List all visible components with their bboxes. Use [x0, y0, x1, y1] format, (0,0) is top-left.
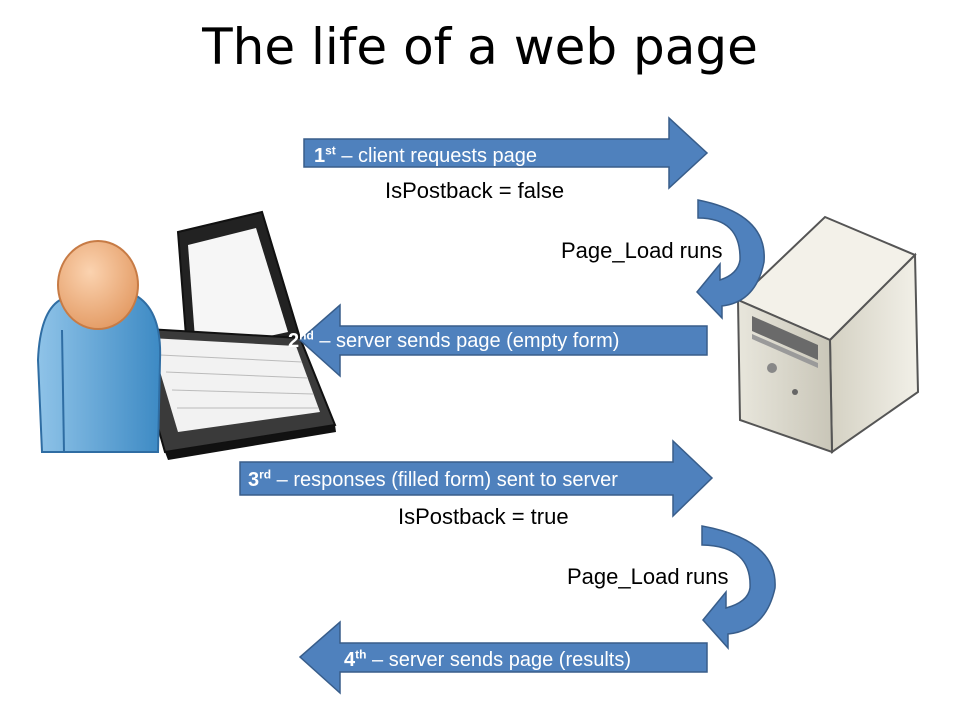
step-number: 4	[344, 649, 356, 671]
step-suffix: st	[325, 143, 336, 158]
page-load-note: Page_Load runs	[567, 564, 729, 589]
arrow-step-1	[303, 116, 709, 190]
step-text: – responses (filled form) sent to server	[271, 469, 618, 491]
step-2-label: 2nd – server sends page (empty form)	[288, 328, 620, 353]
step-suffix: nd	[299, 328, 314, 343]
user-icon	[36, 240, 162, 453]
step-suffix: rd	[259, 467, 272, 482]
laptop-icon	[128, 210, 337, 460]
step-3-label: 3rd – responses (filled form) sent to se…	[248, 467, 618, 492]
arrow-step-4	[298, 620, 708, 695]
step-text: – server sends page (empty form)	[313, 330, 620, 352]
step-text: – client requests page	[335, 145, 538, 167]
step-number: 1	[314, 145, 326, 167]
step-number: 2	[288, 330, 300, 352]
arrow-step-3	[239, 439, 714, 518]
step-suffix: th	[355, 647, 367, 662]
step-text: – server sends page (results)	[366, 649, 632, 671]
arrow-step-2	[298, 303, 708, 378]
step-number: 3	[248, 469, 260, 491]
step-1-label: 1st – client requests page	[314, 143, 538, 168]
server-icon	[736, 215, 920, 454]
page-load-note: Page_Load runs	[561, 238, 723, 263]
curved-arrow-icon	[701, 525, 776, 650]
step-4-label: 4th – server sends page (results)	[344, 647, 632, 672]
postback-true-note: IsPostback = true	[398, 504, 569, 529]
page-title: The life of a web page	[202, 18, 758, 76]
postback-false-note: IsPostback = false	[385, 178, 565, 203]
curved-arrow-icon	[695, 199, 765, 320]
